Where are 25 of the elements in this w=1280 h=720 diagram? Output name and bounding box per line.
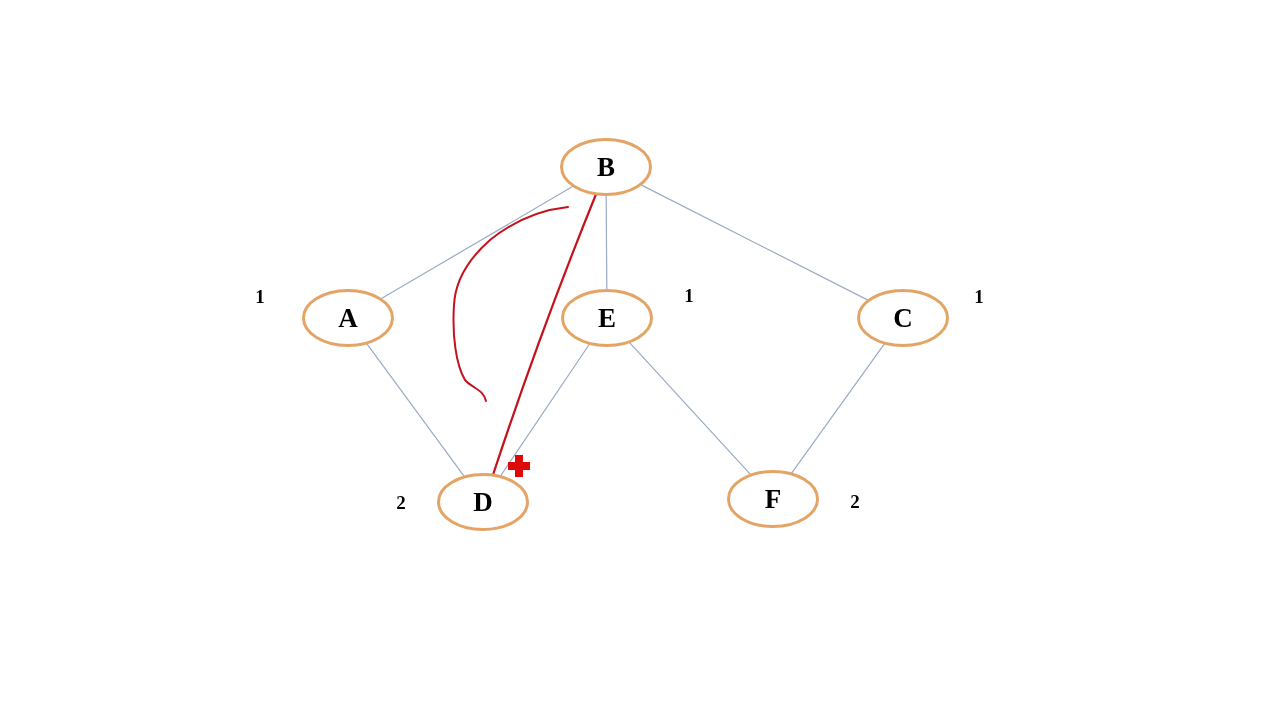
node-label: A xyxy=(338,304,358,332)
graph-node xyxy=(561,289,653,347)
node-number: 2 xyxy=(850,491,860,511)
node-number: 1 xyxy=(255,286,265,306)
node-label: C xyxy=(893,304,913,332)
connector-line xyxy=(380,185,574,300)
graph-node xyxy=(437,473,529,531)
connector-line xyxy=(791,343,885,474)
connector-line xyxy=(640,184,869,301)
graph-node xyxy=(857,289,949,347)
node-number: 1 xyxy=(684,285,694,305)
node-label: B xyxy=(597,153,615,181)
node-number: 2 xyxy=(396,492,406,512)
connector-line xyxy=(500,343,590,477)
node-label: E xyxy=(598,304,616,332)
graph-node xyxy=(727,470,819,528)
connector-line xyxy=(492,193,597,476)
connector-line xyxy=(629,342,751,475)
graph-node xyxy=(302,289,394,347)
node-number: 1 xyxy=(974,286,984,306)
connector-line xyxy=(605,194,608,291)
connector-line xyxy=(366,343,465,477)
graph-node xyxy=(560,138,652,196)
node-label: D xyxy=(473,488,493,516)
node-label: F xyxy=(764,485,782,513)
